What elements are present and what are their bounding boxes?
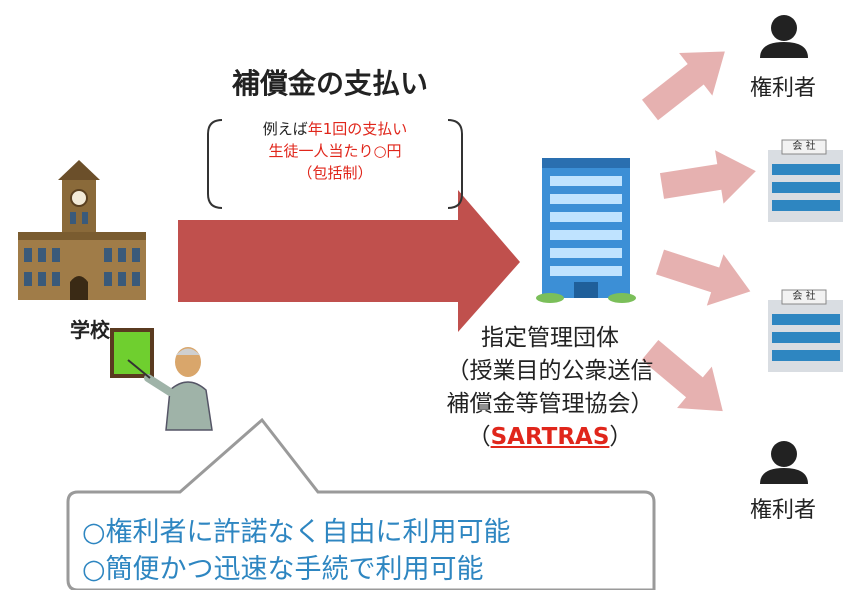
organization-name: 指定管理団体 （授業目的公衆送信 補償金等管理協会） （SARTRAS） <box>430 322 670 454</box>
note-line-3: （包括制） <box>297 164 373 182</box>
org-line-1: 指定管理団体 <box>481 325 619 351</box>
payment-title: 補償金の支払い <box>231 67 428 100</box>
org-line-3: 補償金等管理協会） <box>446 391 654 417</box>
company-sign-2: 会 社 <box>792 291 816 302</box>
payment-note: 例えば年1回の支払い 生徒一人当たり○円 （包括制） <box>212 118 458 184</box>
right-holder-label-top: 権利者 <box>750 76 817 101</box>
right-holder-label-bottom: 権利者 <box>750 498 817 523</box>
note-line-2: 生徒一人当たり○円 <box>268 142 402 160</box>
teacher-icon <box>110 328 213 431</box>
person-icon <box>760 15 808 58</box>
note-highlight: 年1回の支払い <box>307 120 408 138</box>
callout-line-1: ○権利者に許諾なく自由に利用可能 <box>82 517 511 548</box>
callout-line-2: ○簡便かつ迅速な手続で利用可能 <box>82 554 484 585</box>
org-paren-open: （ <box>467 424 491 450</box>
note-prefix: 例えば <box>262 120 308 138</box>
branch-arrows <box>641 51 756 412</box>
callout-box <box>66 417 656 590</box>
company-building-icon-2 <box>768 289 843 372</box>
branch-arrow-company2 <box>655 249 751 306</box>
person-icon-bottom <box>760 441 808 484</box>
office-building-icon <box>536 158 636 303</box>
school-building-icon <box>18 160 146 300</box>
org-paren-close: ） <box>609 424 633 450</box>
org-line-2: （授業目的公衆送信 <box>446 358 654 384</box>
branch-arrow-top <box>641 51 725 121</box>
sartras-acronym: SARTRAS <box>490 424 610 450</box>
company-sign: 会 社 <box>792 141 816 152</box>
note-bracket <box>207 119 463 209</box>
main-payment-arrow <box>178 190 520 332</box>
note-line-1: 例えば年1回の支払い <box>212 118 458 140</box>
callout-text: ○権利者に許諾なく自由に利用可能 ○簡便かつ迅速な手続で利用可能 <box>82 514 642 588</box>
company-building-icon <box>768 139 843 222</box>
org-line-4: （SARTRAS） <box>430 421 670 454</box>
branch-arrow-company1 <box>659 150 756 204</box>
branch-arrow-bottom <box>641 340 723 412</box>
school-label: 学校 <box>70 318 110 342</box>
